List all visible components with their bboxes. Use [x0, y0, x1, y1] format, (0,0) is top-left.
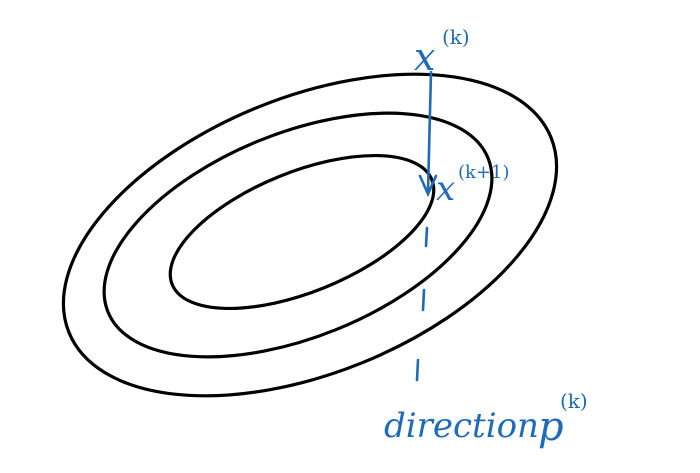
direction-dash: [415, 358, 420, 382]
label-x-k-superscript: (k): [442, 25, 470, 49]
direction-dashes: [415, 226, 429, 382]
step-arrow: [418, 70, 438, 198]
label-x-k-base: x: [414, 35, 435, 79]
outer-contour: [61, 72, 559, 398]
contour-lines: [61, 72, 559, 398]
step-arrow-shaft: [426, 70, 433, 194]
label-direction-p: p: [538, 404, 564, 450]
label-x-k1-base: x: [436, 169, 455, 209]
label-direction-p-superscript: (k): [560, 389, 588, 413]
label-x-k1: x (k+1): [436, 162, 510, 209]
label-direction-word: direction: [384, 406, 539, 446]
inner-contour: [168, 153, 436, 311]
step-arrow-head: [418, 174, 438, 198]
middle-contour: [102, 111, 494, 359]
direction-dash: [424, 226, 429, 248]
direction-dash: [421, 288, 426, 312]
label-direction: direction p (k): [384, 389, 588, 450]
label-x-k1-superscript: (k+1): [458, 162, 510, 183]
label-x-k: x (k): [414, 25, 470, 79]
